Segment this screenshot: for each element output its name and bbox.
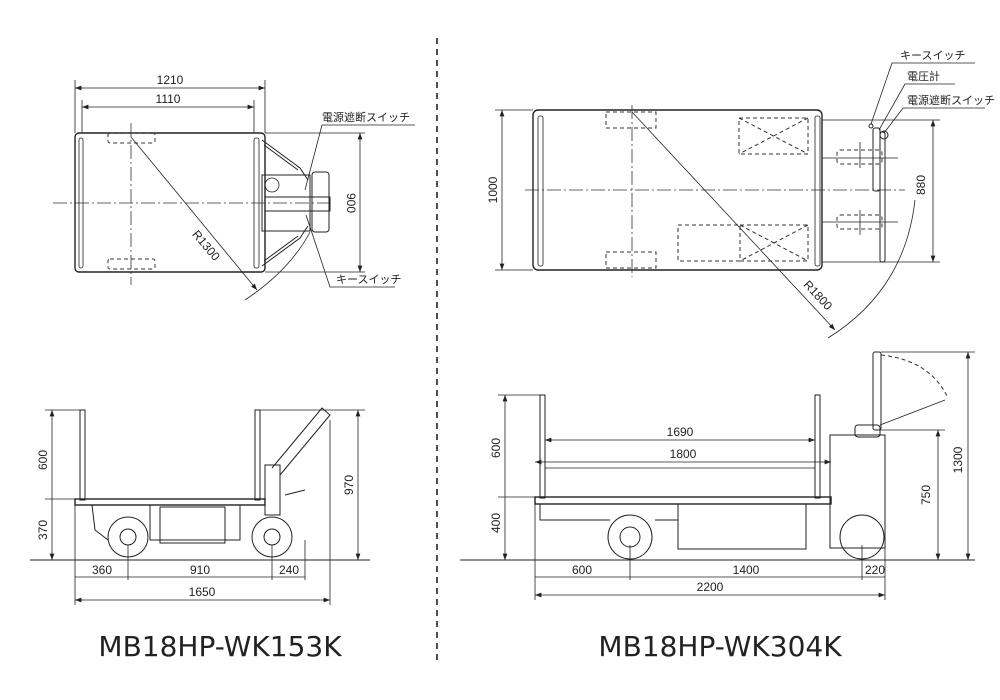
dim-1800: 1800 bbox=[670, 447, 697, 461]
dim-360: 360 bbox=[92, 563, 112, 577]
dim-910: 910 bbox=[190, 563, 210, 577]
wheel-outline bbox=[107, 258, 156, 270]
dim-370: 370 bbox=[36, 520, 50, 540]
battery bbox=[159, 506, 226, 544]
deck-outline bbox=[74, 132, 266, 273]
dim-1110: 1110 bbox=[156, 92, 181, 106]
dim-400: 400 bbox=[489, 513, 503, 533]
battery-outline bbox=[738, 117, 809, 155]
front-rail bbox=[814, 115, 821, 267]
dim-r1300: R1300 bbox=[189, 227, 223, 263]
dim-2200: 2200 bbox=[697, 580, 724, 594]
front-fence bbox=[814, 394, 821, 499]
dim-900: 900 bbox=[344, 193, 358, 213]
wheel-outline bbox=[605, 111, 657, 129]
label-power-cutoff-switch: 電源遮断スイッチ bbox=[322, 110, 410, 124]
handle bbox=[872, 351, 882, 431]
steering-column bbox=[264, 464, 281, 516]
dim-1000: 1000 bbox=[486, 176, 500, 203]
rear-rail bbox=[537, 115, 544, 267]
handle bbox=[872, 127, 881, 192]
dim-1650: 1650 bbox=[189, 585, 216, 599]
front-fence bbox=[254, 409, 261, 501]
wk304k-side-view: 1690 1800 600 400 750 1300 600 1400 220 … bbox=[460, 351, 975, 600]
label-key-switch: キースイッチ bbox=[900, 49, 965, 62]
dim-r1800: R1800 bbox=[801, 278, 836, 314]
dim-1300: 1300 bbox=[951, 446, 965, 473]
controller-outline bbox=[677, 224, 741, 262]
label-voltmeter: 電圧計 bbox=[907, 69, 940, 83]
drive-arm bbox=[264, 196, 331, 212]
battery-outline bbox=[739, 224, 809, 262]
dim-1400: 1400 bbox=[733, 563, 760, 577]
label-power-cutoff-switch: 電源遮断スイッチ bbox=[907, 93, 995, 107]
dim-600: 600 bbox=[36, 450, 50, 470]
rear-fence bbox=[539, 394, 546, 499]
wk153k-top-view: 1210 1110 900 R1300 電源遮断スイッチ キースイッチ bbox=[53, 73, 415, 301]
rear-fence bbox=[79, 409, 86, 501]
battery bbox=[677, 503, 807, 550]
dim-600-overhang: 600 bbox=[572, 563, 592, 577]
wheel-outline bbox=[107, 132, 156, 144]
wheel-outline bbox=[605, 251, 657, 269]
deck bbox=[74, 498, 266, 506]
label-key-switch: キースイッチ bbox=[336, 273, 401, 286]
dim-1210: 1210 bbox=[157, 73, 184, 87]
dim-880: 880 bbox=[914, 175, 928, 195]
deck bbox=[534, 496, 832, 505]
wk153k-side-view: 600 370 970 360 910 240 1650 bbox=[30, 407, 370, 605]
dim-1690: 1690 bbox=[667, 425, 694, 439]
dim-240: 240 bbox=[279, 563, 299, 577]
handle bbox=[311, 171, 330, 233]
wk304k-top-view: 1000 880 R1800 キースイッチ 電圧計 電源遮断スイッチ bbox=[486, 49, 995, 339]
dim-970: 970 bbox=[342, 475, 356, 495]
dim-750: 750 bbox=[919, 485, 933, 505]
model-title: MB18HP-WK153K bbox=[98, 630, 342, 663]
dim-220: 220 bbox=[865, 563, 885, 577]
dim-600: 600 bbox=[489, 438, 503, 458]
model-title: MB18HP-WK304K bbox=[598, 630, 842, 663]
drive-unit bbox=[829, 434, 886, 549]
